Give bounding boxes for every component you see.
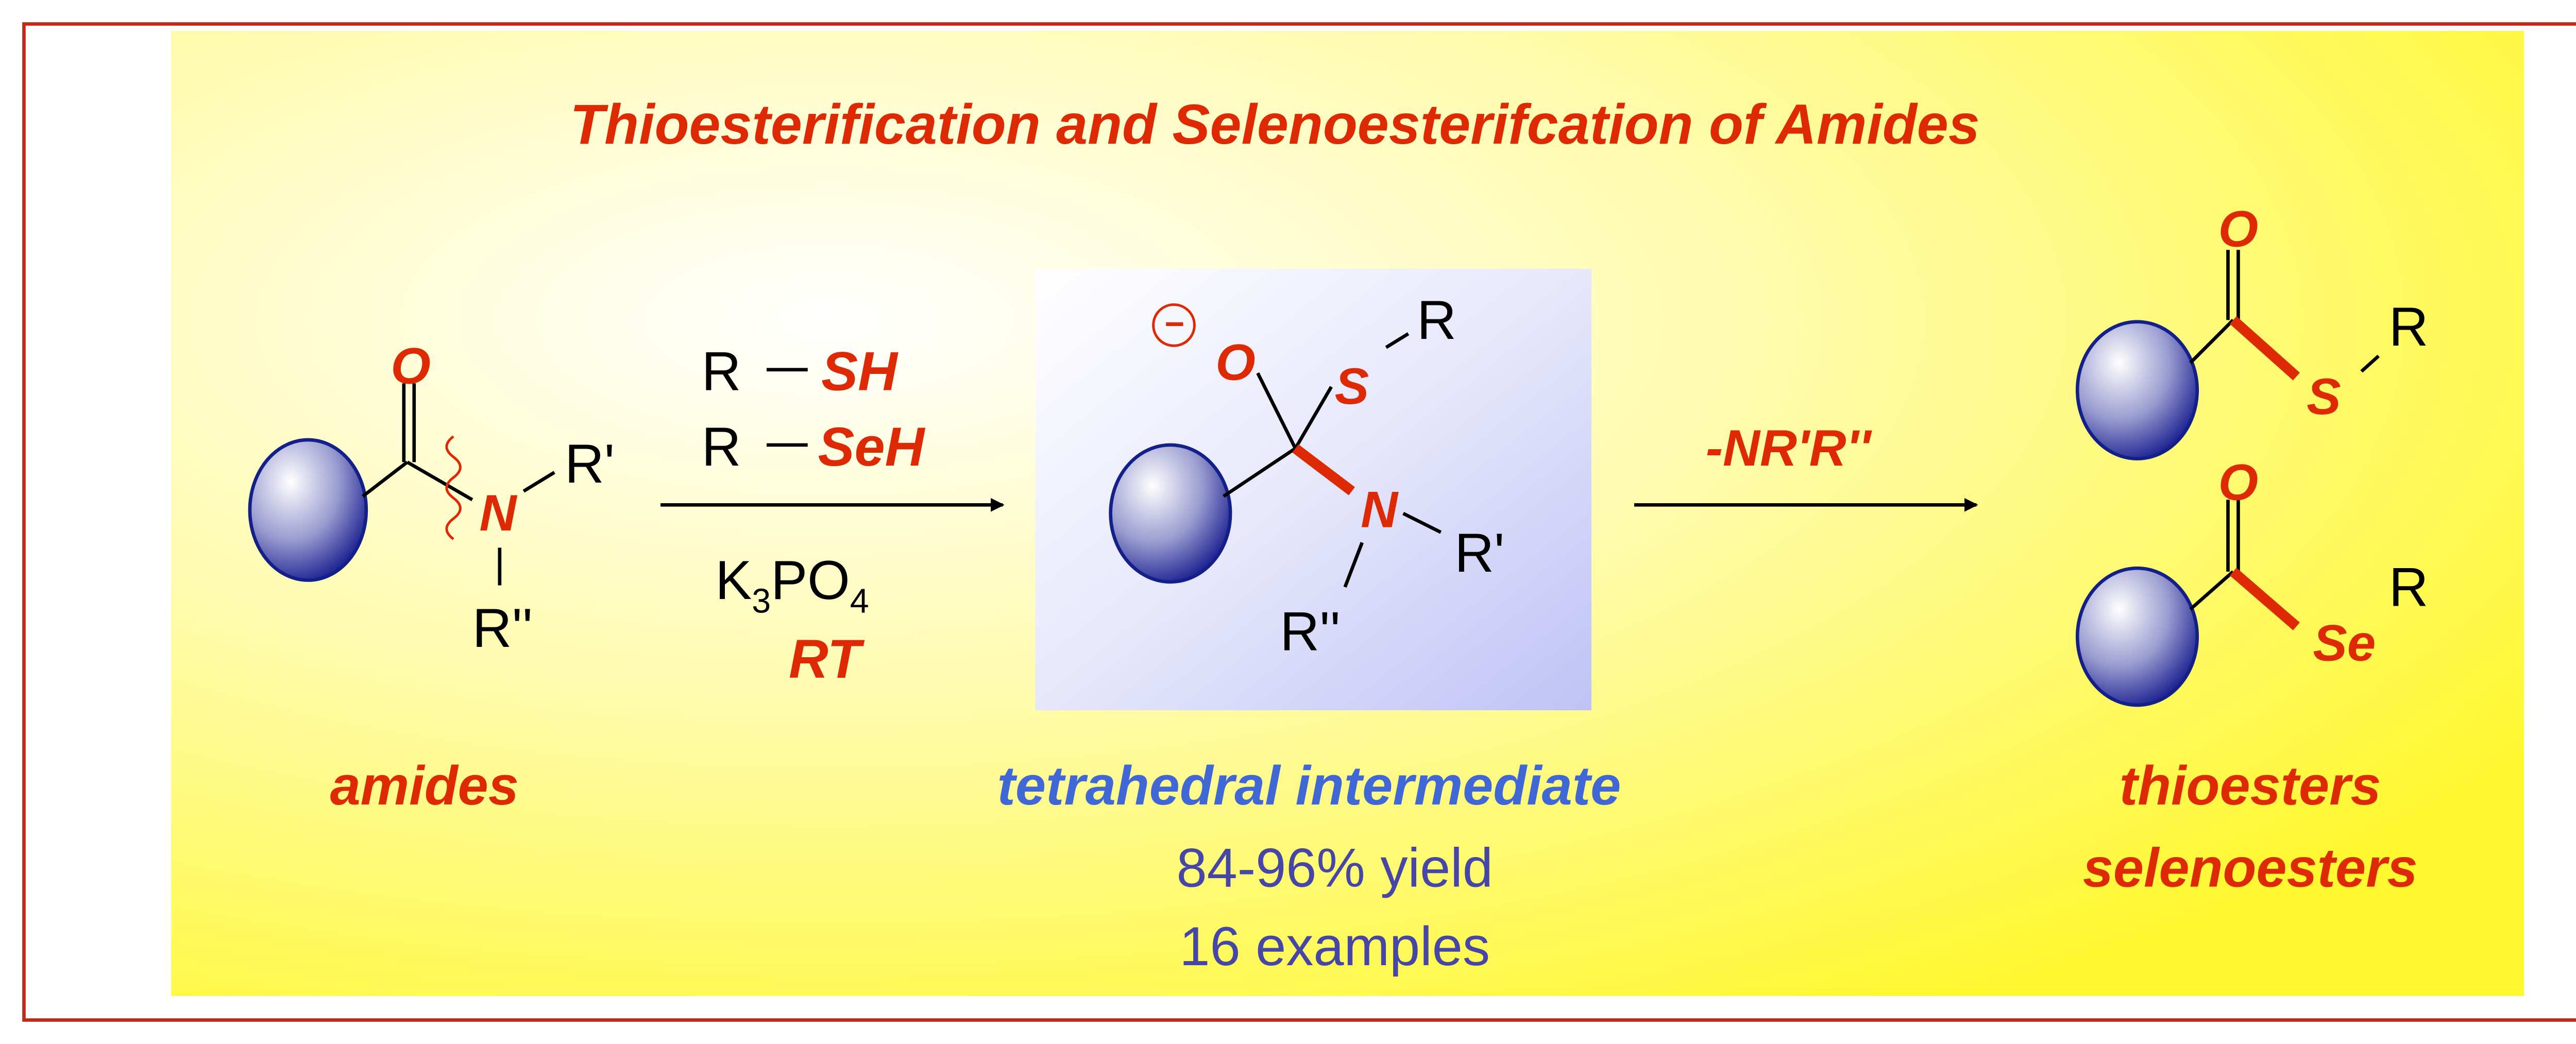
substituent-sphere-icon <box>2075 320 2199 460</box>
thioester-structure: O S R <box>2075 200 2429 460</box>
thiol-group: SH <box>821 341 899 402</box>
intermediate-r: R <box>1417 289 1456 351</box>
substituent-sphere-icon <box>2075 566 2199 707</box>
selenoesters-label: selenoesters <box>2083 837 2418 898</box>
amides-label: amides <box>330 755 519 816</box>
selenoester-r: R <box>2389 556 2429 618</box>
amide-r1: R' <box>565 433 615 494</box>
negative-charge-sign: − <box>1164 305 1184 343</box>
amide-r2: R'' <box>472 597 533 659</box>
substituent-sphere-icon <box>1109 443 1232 584</box>
intermediate-r1: R' <box>1454 522 1504 584</box>
intermediate-sulfur: S <box>1335 358 1369 415</box>
amide-structure: O N R' R'' <box>248 337 615 659</box>
amide-oxygen: O <box>391 337 431 395</box>
intermediate-r2: R'' <box>1280 601 1340 662</box>
example-count: 16 examples <box>1179 916 1490 977</box>
page-title: Thioesterification and Selenoesterifcati… <box>570 93 1979 156</box>
yield-range: 84-96% yield <box>1177 837 1493 898</box>
thioester-oxygen: O <box>2218 200 2259 258</box>
substituent-sphere-icon <box>248 438 368 582</box>
selenoester-structure: O Se R <box>2075 454 2429 707</box>
cleavage-wavy-line-icon <box>445 435 462 540</box>
selenol-group: SeH <box>818 416 926 477</box>
selenol-r: R <box>702 416 741 477</box>
reaction-conditions: R SH R SeH K3PO4 RT <box>660 341 1005 690</box>
intermediate-oxygen: O <box>1215 334 1256 391</box>
intermediate-nitrogen: N <box>1361 481 1399 538</box>
temperature-condition: RT <box>789 628 865 690</box>
thioesters-label: thioesters <box>2120 755 2381 816</box>
negative-charge-icon <box>1152 303 1196 347</box>
thiol-r: R <box>702 341 741 402</box>
leaving-group-label: -NR'R'' <box>1706 420 1872 477</box>
base-formula: K3PO4 <box>715 550 869 621</box>
selenoester-selenium: Se <box>2313 615 2376 672</box>
thioester-sulfur: S <box>2307 368 2341 425</box>
amide-nitrogen: N <box>480 485 518 542</box>
intermediate-label: tetrahedral intermediate <box>997 755 1621 816</box>
tetrahedral-intermediate-structure: − O S R N R' R'' <box>1035 268 1591 711</box>
selenoester-oxygen: O <box>2218 454 2259 511</box>
thioester-r: R <box>2389 296 2429 357</box>
